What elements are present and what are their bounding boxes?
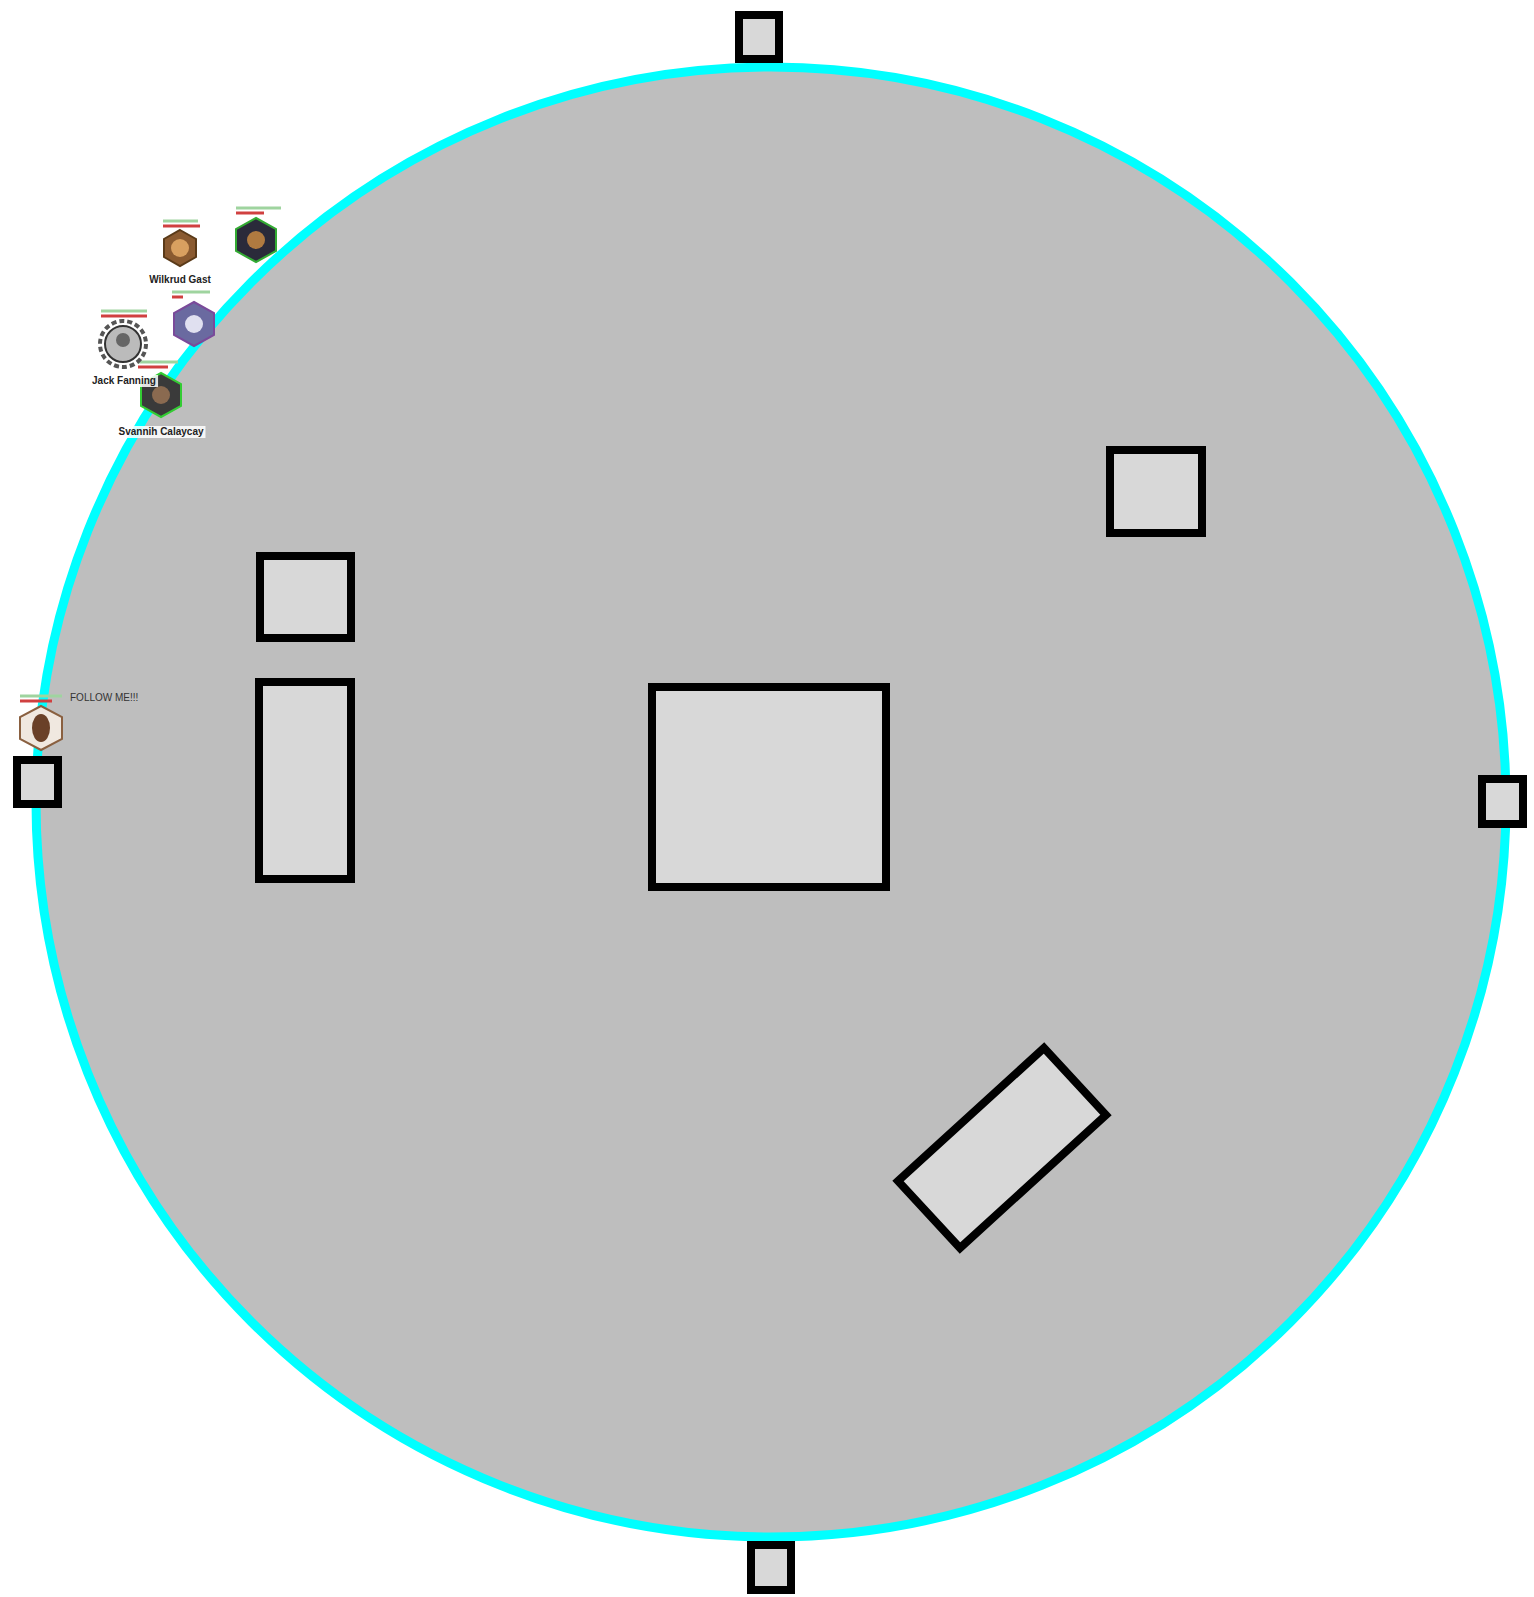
token-name: Svannih Calaycay	[116, 426, 205, 438]
arena-floor	[36, 67, 1506, 1537]
tokens	[20, 208, 281, 750]
token-name: Wilkrud Gast	[147, 274, 213, 286]
token-name: Jack Fanning	[90, 375, 158, 387]
chat-note: FOLLOW ME!!!	[68, 692, 140, 704]
obstacles	[17, 15, 1523, 1590]
